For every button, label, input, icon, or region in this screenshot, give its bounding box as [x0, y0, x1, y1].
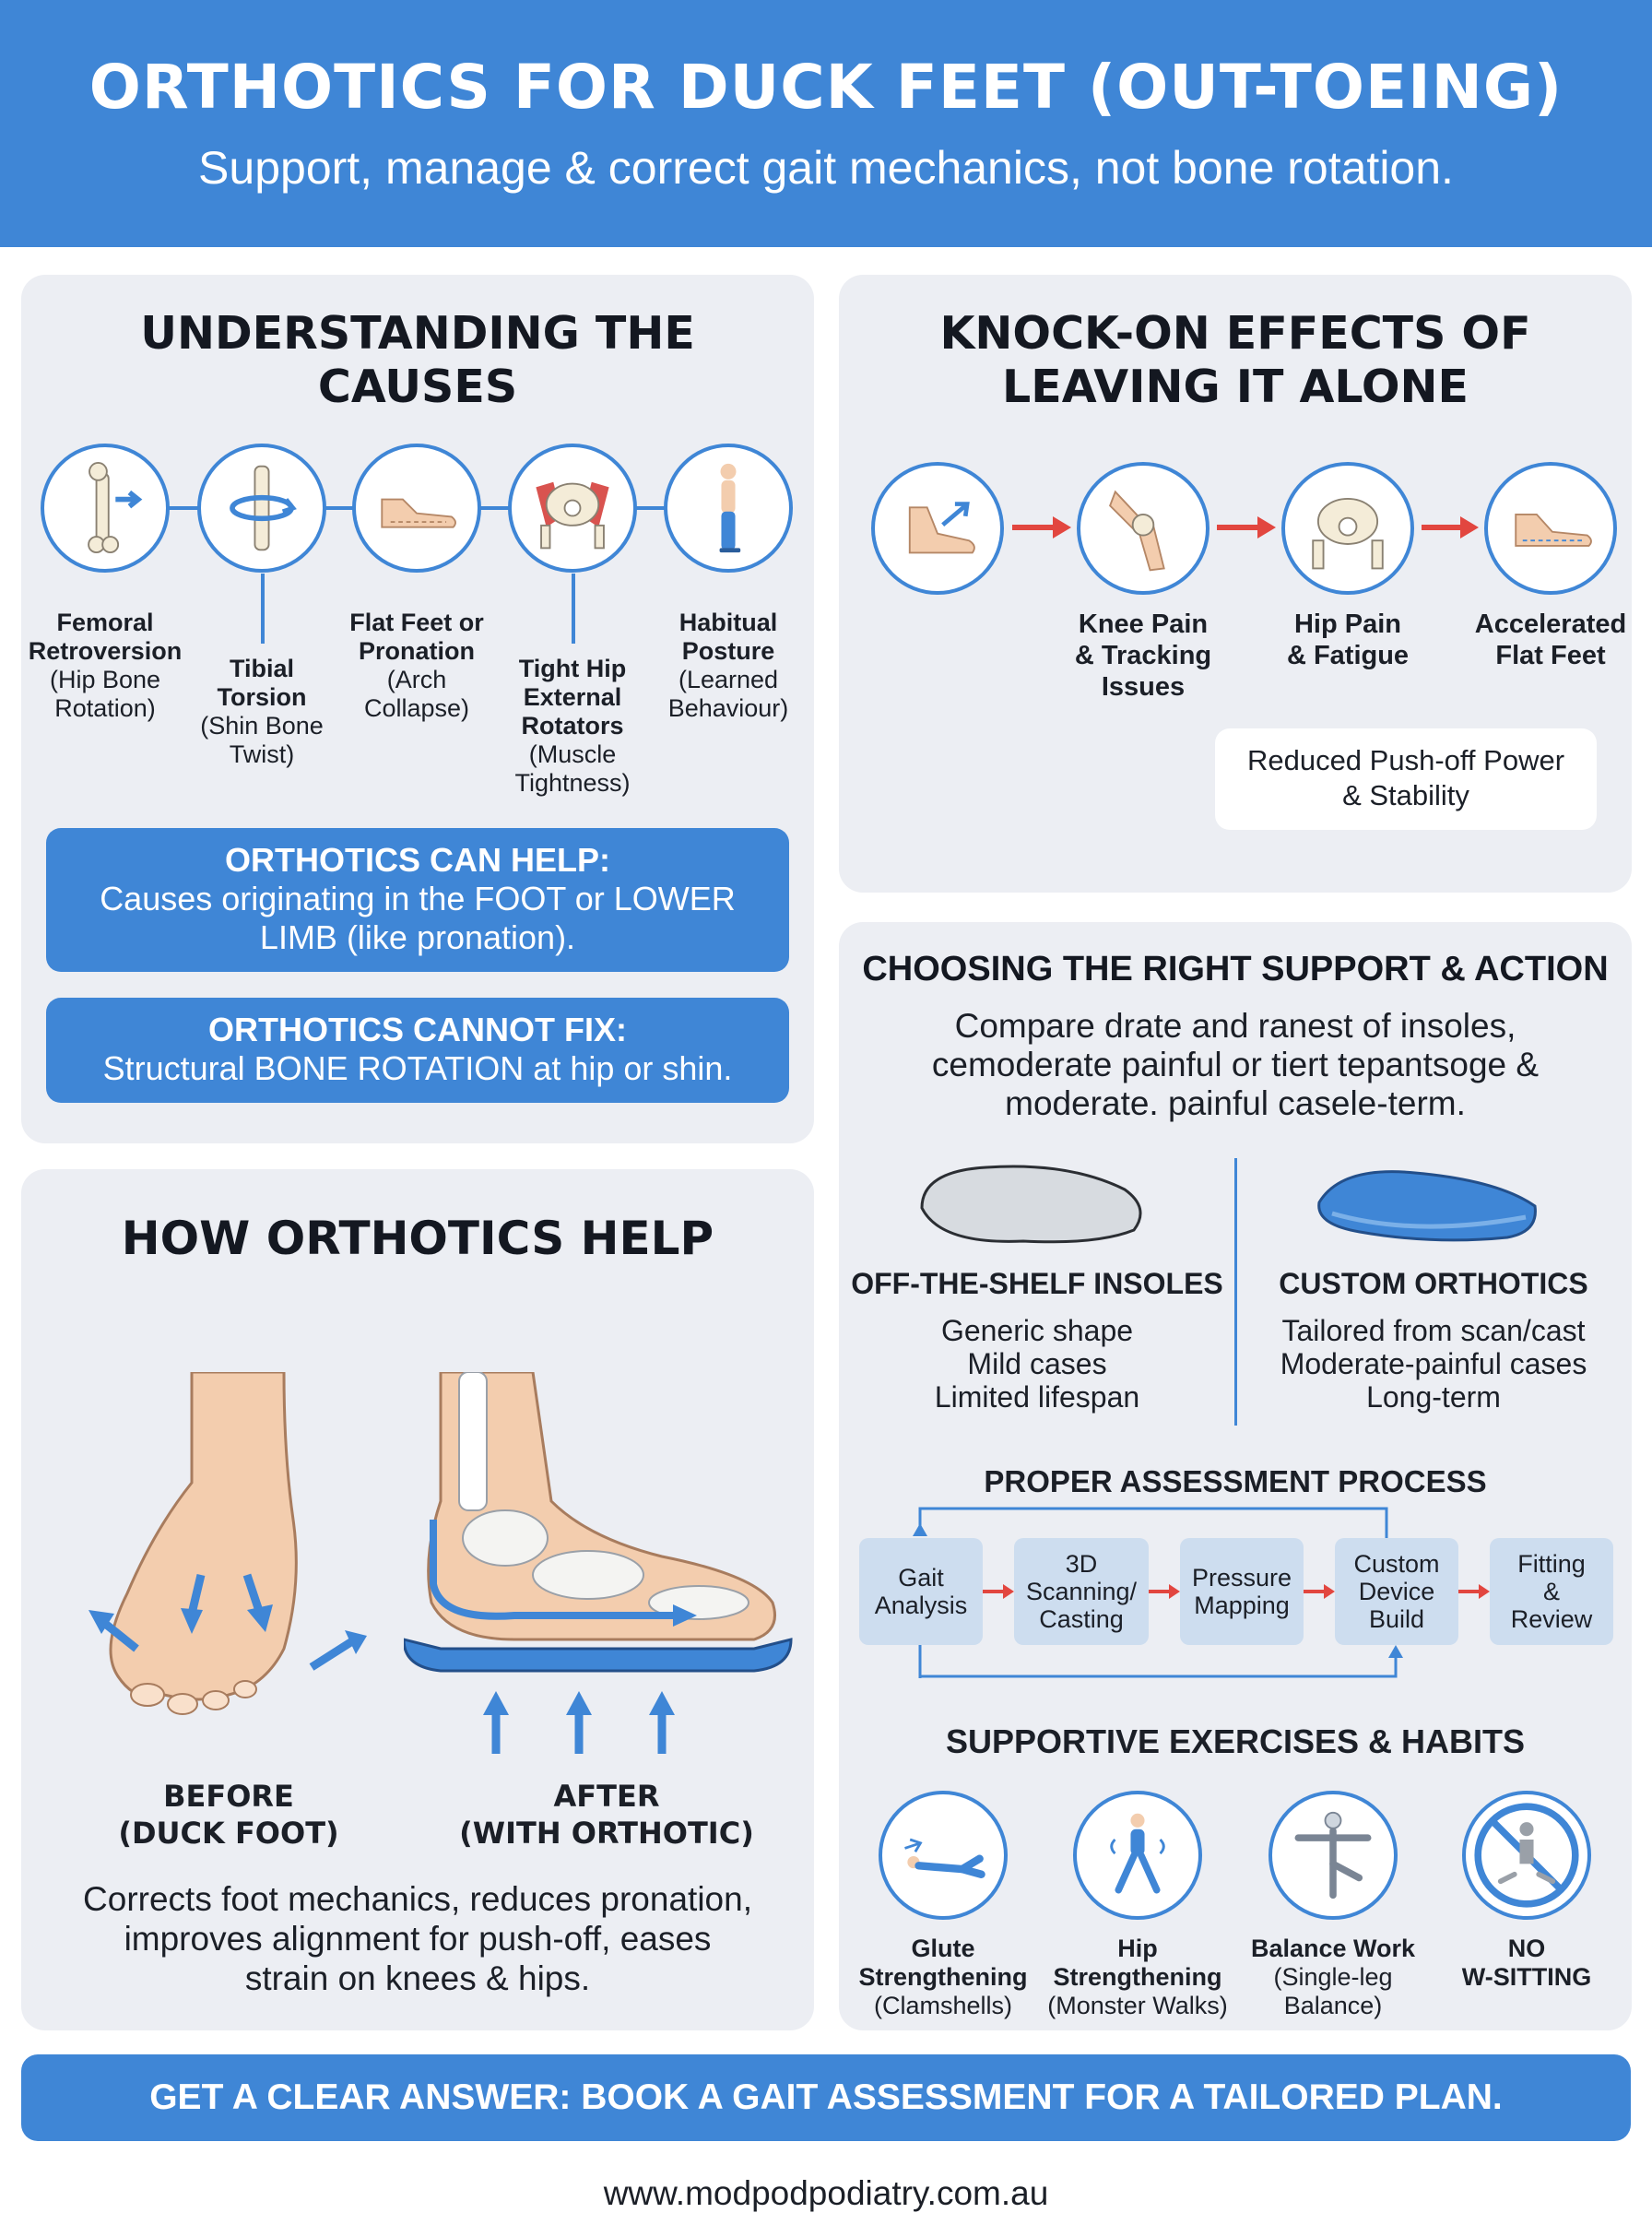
- off-shelf-insole-image: [920, 1165, 1142, 1244]
- tibia-twist-icon: [197, 444, 326, 573]
- monster-walk-icon: [1073, 1791, 1202, 1920]
- support-divider: [1234, 1158, 1237, 1426]
- custom-column: CUSTOM ORTHOTICS Tailored from scan/cast…: [1279, 1267, 1588, 1414]
- causes-panel: UNDERSTANDING THE CAUSES: [21, 275, 814, 1143]
- pelvis-hip-icon: [1281, 462, 1414, 595]
- before-foot-illustration: [88, 1372, 367, 1715]
- hip-muscles-icon: [508, 444, 637, 573]
- femur-bone-icon: [41, 444, 170, 573]
- push-off-callout: Reduced Push-off Power & Stability: [1215, 728, 1597, 830]
- choosing-panel: CHOOSING THE RIGHT SUPPORT & ACTION Comp…: [839, 922, 1632, 2030]
- header-banner: ORTHOTICS FOR DUCK FEET (OUT-TOEING) Sup…: [0, 0, 1652, 247]
- book-gait-assessment-banner[interactable]: GET A CLEAR ANSWER: BOOK A GAIT ASSESSME…: [21, 2054, 1631, 2141]
- step-fitting-review: Fitting&Review: [1490, 1538, 1613, 1645]
- choosing-intro: Compare drate and ranest of insoles, cem…: [931, 1007, 1540, 1122]
- orthotics-can-help-box: ORTHOTICS CAN HELP: Causes originating i…: [46, 828, 789, 972]
- how-panel: HOW ORTHOTICS HELP BEFORE (DUCK FOOT): [21, 1169, 814, 2030]
- clamshell-exercise-icon: [879, 1791, 1008, 1920]
- off-shelf-column: OFF-THE-SHELF INSOLES Generic shape Mild…: [851, 1267, 1223, 1414]
- page-subtitle: Support, manage & correct gait mechanics…: [198, 142, 1454, 194]
- exercises-title: SUPPORTIVE EXERCISES & HABITS: [945, 1722, 1526, 1760]
- choosing-title: CHOOSING THE RIGHT SUPPORT & ACTION: [862, 950, 1609, 988]
- foot-outward-icon: [871, 462, 1004, 595]
- no-w-sitting-icon: [1462, 1791, 1591, 1920]
- process-title: PROPER ASSESSMENT PROCESS: [984, 1464, 1487, 1498]
- after-caption: AFTER (WITH ORTHOTIC): [459, 1779, 754, 1851]
- effects-panel: KNOCK-ON EFFECTS OF LEAVING IT ALONE: [839, 275, 1632, 893]
- effects-arrows: [1012, 516, 1479, 538]
- after-foot-illustration: [404, 1372, 793, 1754]
- how-description: Corrects foot mechanics, reduces pronati…: [83, 1880, 752, 1997]
- page-title: ORTHOTICS FOR DUCK FEET (OUT-TOEING): [88, 52, 1564, 123]
- posture-figure-icon: [664, 444, 793, 573]
- single-leg-balance-icon: [1268, 1791, 1398, 1920]
- causes-title: UNDERSTANDING THE CAUSES: [140, 307, 695, 413]
- effect-label-hip: Hip Pain& Fatigue: [1286, 609, 1410, 670]
- website-url[interactable]: www.modpodpodiatry.com.au: [603, 2174, 1049, 2212]
- before-caption: BEFORE (DUCK FOOT): [118, 1779, 339, 1851]
- how-title: HOW ORTHOTICS HELP: [121, 1212, 714, 1265]
- flat-foot-icon: [352, 444, 481, 573]
- custom-orthotic-image: [1317, 1170, 1537, 1242]
- flat-foot-icon: [1484, 462, 1617, 595]
- knee-joint-icon: [1077, 462, 1210, 595]
- effects-title: KNOCK-ON EFFECTS OF LEAVING IT ALONE: [939, 307, 1531, 413]
- orthotics-cannot-fix-box: ORTHOTICS CANNOT FIX: Structural BONE RO…: [46, 998, 789, 1103]
